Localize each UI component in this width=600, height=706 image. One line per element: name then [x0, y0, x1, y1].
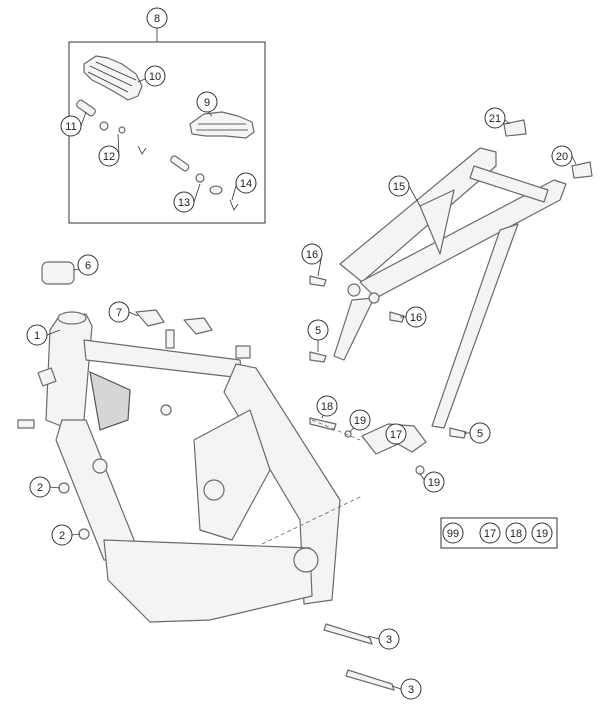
- callout-12: 12: [98, 145, 120, 167]
- svg-text:16: 16: [306, 249, 318, 261]
- svg-text:2: 2: [59, 530, 65, 542]
- footpeg-right: [189, 111, 255, 139]
- callout-10: 10: [144, 65, 166, 87]
- svg-text:19: 19: [354, 415, 366, 427]
- callout-7: 7: [108, 301, 130, 323]
- part-7-bumper-a: [135, 309, 165, 327]
- subframe-strut-front: [333, 297, 375, 361]
- svg-text:14: 14: [240, 178, 252, 190]
- svg-text:3: 3: [386, 634, 392, 646]
- callout-2a: 2: [29, 476, 51, 498]
- callout-13: 13: [173, 191, 195, 213]
- svg-text:6: 6: [85, 260, 91, 272]
- svg-text:13: 13: [178, 197, 190, 209]
- washer-12: [118, 126, 126, 134]
- subframe: [333, 147, 567, 429]
- footpeg-pin-11: [76, 99, 96, 117]
- callout-21: 21: [484, 107, 506, 129]
- svg-text:99: 99: [447, 528, 459, 540]
- svg-text:21: 21: [489, 113, 501, 125]
- svg-text:10: 10: [149, 71, 161, 83]
- svg-text:9: 9: [204, 97, 210, 109]
- callout-3b: 3: [400, 678, 422, 700]
- callout-20: 20: [551, 145, 573, 167]
- footpeg-left: [83, 55, 143, 101]
- part-20-plug: [571, 161, 593, 179]
- bolt-3b: [345, 669, 395, 691]
- part-7-bumper-b: [183, 317, 213, 335]
- callout-kit-19: 19: [531, 522, 553, 544]
- callout-1: 1: [26, 324, 48, 346]
- svg-text:3: 3: [408, 684, 414, 696]
- callout-5b: 5: [469, 422, 491, 444]
- subframe-cross: [469, 165, 549, 203]
- bolt-16b: [389, 311, 405, 323]
- callout-16b: 16: [405, 306, 427, 328]
- callout-kit-99: 99: [442, 522, 464, 544]
- callout-11: 11: [60, 115, 82, 137]
- svg-text:17: 17: [390, 429, 402, 441]
- washer-14: [209, 185, 223, 195]
- nut-2a: [58, 482, 70, 494]
- svg-text:11: 11: [65, 121, 76, 133]
- callout-8: 8: [146, 7, 168, 29]
- bolt-3a: [323, 623, 373, 645]
- callout-3a: 3: [378, 628, 400, 650]
- svg-text:2: 2: [37, 482, 43, 494]
- bolt-18: [309, 417, 337, 431]
- svg-text:8: 8: [154, 13, 160, 25]
- washer-19b: [415, 465, 425, 475]
- bolt-16a: [309, 275, 327, 287]
- callout-19b: 19: [423, 471, 445, 493]
- callout-17: 17: [385, 423, 407, 445]
- nut-2b: [78, 528, 90, 540]
- bolt-5b: [449, 427, 467, 439]
- subframe-strut-rear: [431, 223, 519, 429]
- callout-9: 9: [196, 91, 218, 113]
- part-21-plug: [503, 119, 527, 137]
- svg-text:18: 18: [510, 528, 522, 540]
- frame-gusset: [193, 409, 271, 541]
- spring-13: [195, 173, 205, 183]
- callout-kit-17: 17: [479, 522, 501, 544]
- svg-text:12: 12: [103, 151, 115, 163]
- svg-text:15: 15: [393, 181, 405, 193]
- callout-18: 18: [316, 395, 338, 417]
- svg-text:16: 16: [410, 312, 422, 324]
- lower-cradle: [103, 539, 313, 623]
- subframe-upper-rail: [339, 147, 497, 283]
- callout-14: 14: [235, 172, 257, 194]
- svg-text:5: 5: [477, 428, 483, 440]
- spring-12: [99, 121, 109, 131]
- svg-text:5: 5: [315, 325, 321, 337]
- callout-5a: 5: [307, 319, 329, 341]
- top-tube: [83, 339, 243, 379]
- svg-text:1: 1: [34, 330, 40, 342]
- svg-text:18: 18: [321, 401, 333, 413]
- main-frame: [17, 311, 341, 623]
- callout-kit-18: 18: [505, 522, 527, 544]
- svg-text:7: 7: [116, 307, 122, 319]
- part-6-cap: [41, 261, 75, 285]
- svg-text:20: 20: [556, 151, 568, 163]
- svg-text:19: 19: [428, 477, 440, 489]
- callout-19a: 19: [349, 409, 371, 431]
- callout-15: 15: [388, 175, 410, 197]
- bolt-5a: [309, 351, 327, 363]
- svg-text:19: 19: [536, 528, 548, 540]
- footpeg-pin-13: [170, 155, 190, 172]
- footpeg-group: [68, 28, 266, 224]
- frame-tab: [165, 329, 175, 349]
- callout-6: 6: [77, 254, 99, 276]
- callout-2b: 2: [51, 524, 73, 546]
- callout-16a: 16: [301, 243, 323, 265]
- kit-box: [440, 517, 558, 549]
- svg-text:17: 17: [484, 528, 496, 540]
